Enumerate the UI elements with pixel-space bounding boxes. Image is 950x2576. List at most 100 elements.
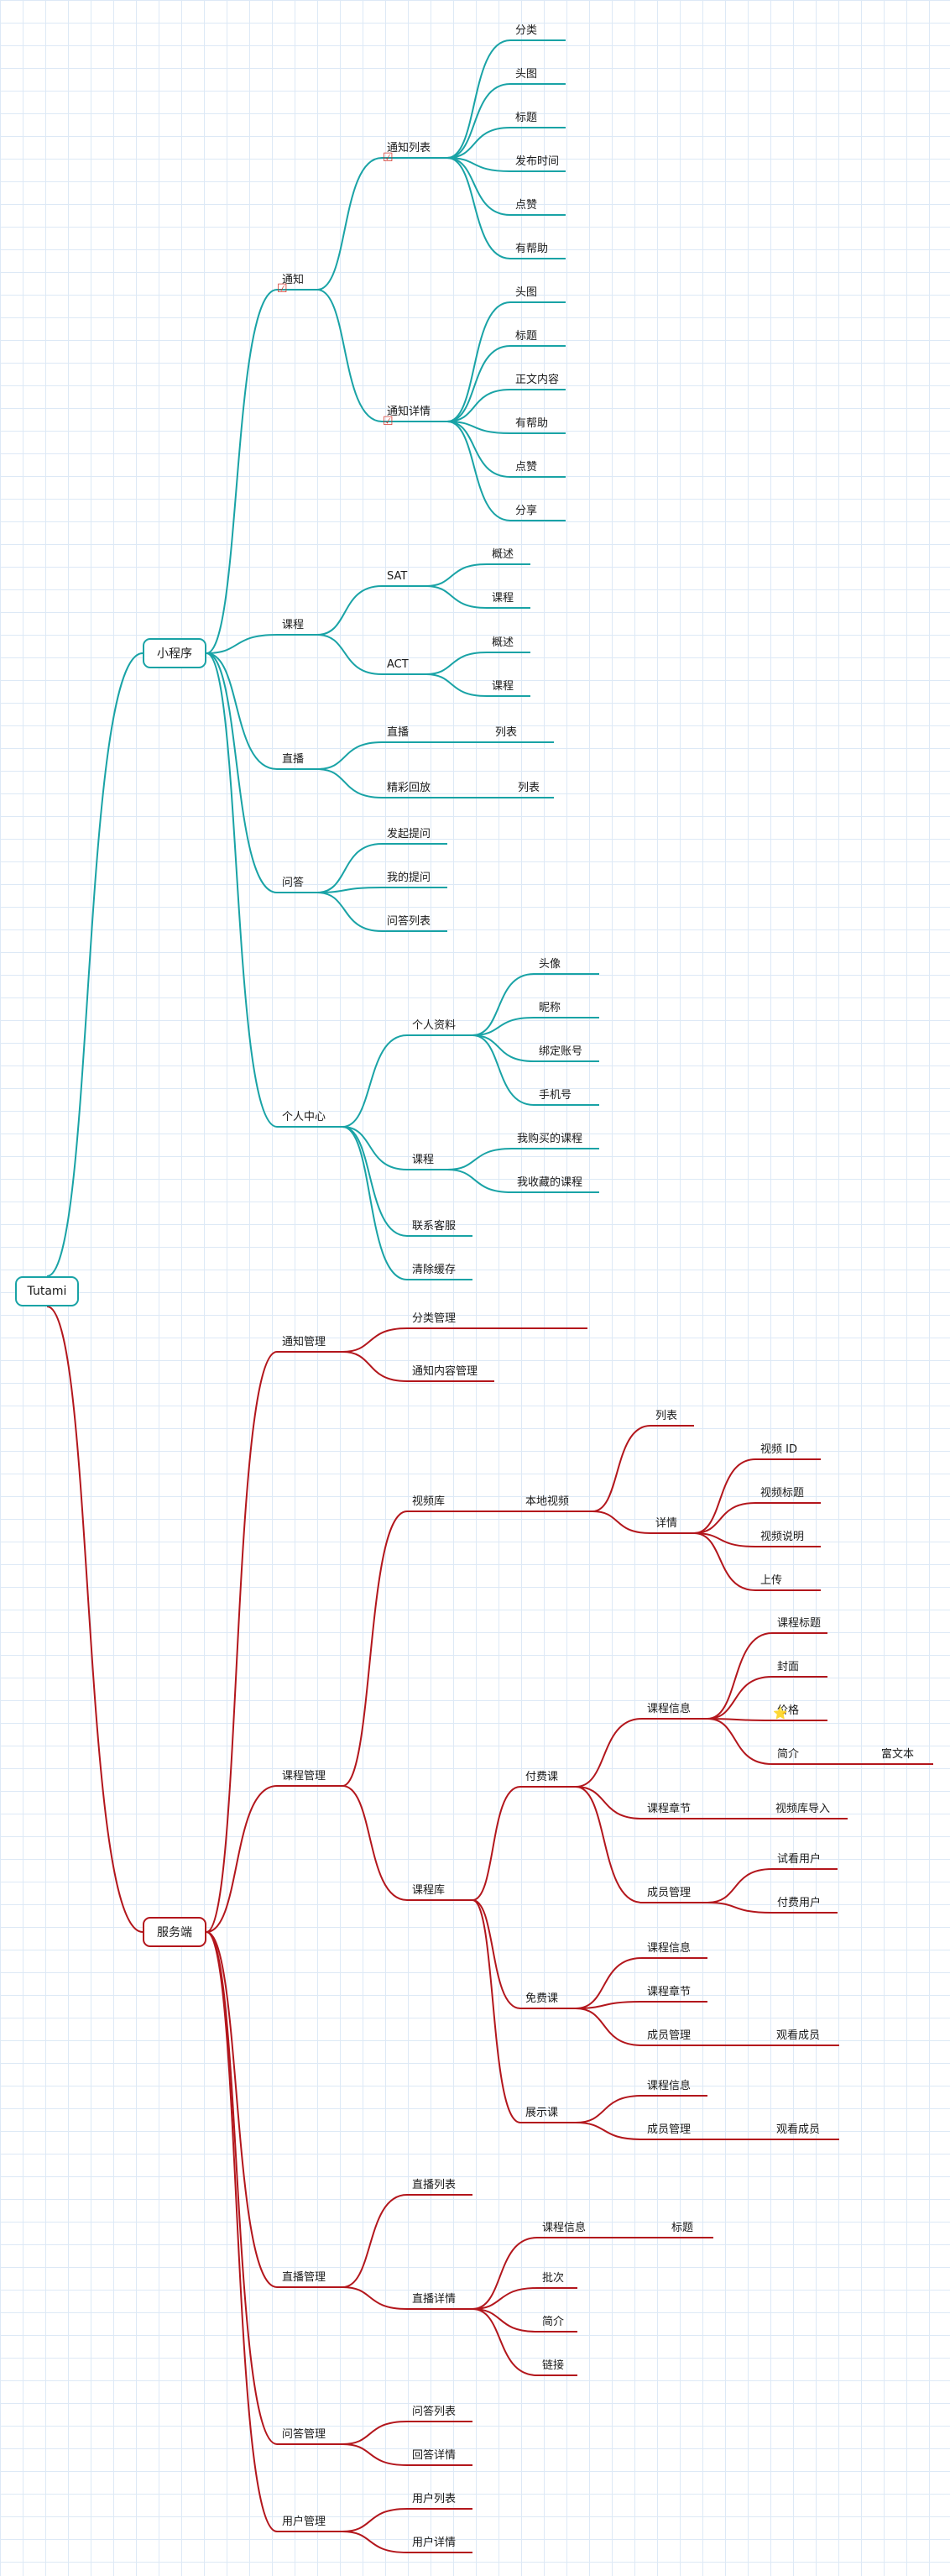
notify-list-item: 发布时间 [515,155,560,168]
connector [472,1786,521,1901]
node-video-lib: 视频库 [412,1495,446,1508]
connector [575,2095,643,2123]
connector [316,157,383,291]
connector [472,1017,535,1036]
connector [472,973,535,1036]
node-me-course: 课程 [412,1154,435,1166]
node-live-live: 直播 [387,726,410,739]
connector [592,1425,651,1512]
notify-list-check-icon: ☑ [383,151,394,165]
video-detail-item: 视频标题 [760,1487,805,1500]
connector [206,1351,278,1933]
rich-text-label: 富文本 [881,1748,915,1761]
connector [446,389,511,422]
notify-list-item: 点赞 [515,199,538,212]
connector [316,843,383,893]
connector [575,1786,643,1819]
user-mgmt-item: 用户详情 [412,2537,457,2549]
connector [342,2443,408,2466]
connector [575,1786,643,1903]
node-live-info: 课程信息 [542,2222,587,2234]
node-qa: 问答 [282,877,305,889]
connector [472,2308,538,2376]
miniprogram-node[interactable]: 小程序 [143,638,206,668]
paid-info-item: 封面 [777,1661,800,1673]
connector [707,1868,773,1903]
connector [342,1785,408,1901]
notify-detail-item: 标题 [515,330,538,343]
server-node[interactable]: 服务端 [143,1917,206,1947]
qa-item: 发起提问 [387,828,431,840]
connector [472,1034,535,1106]
connector [316,887,383,893]
connector [693,1502,756,1534]
connector [446,301,511,422]
connector [342,1126,408,1170]
node-show-info: 课程信息 [647,2080,692,2092]
notify-mgmt-item: 通知内容管理 [412,1365,478,1378]
node-paid-member: 成员管理 [647,1887,692,1899]
root-node[interactable]: Tutami [15,1276,79,1306]
act-item: 课程 [492,680,514,693]
node-free-chapter: 课程章节 [647,1986,692,1998]
node-act: ACT [387,658,409,671]
notify-list-item: 头图 [515,68,538,81]
connector [575,1957,643,2009]
profile-item: 手机号 [539,1089,572,1102]
node-free: 免费课 [525,1992,559,2005]
connector [446,421,511,434]
connector [446,127,511,159]
connector [206,1931,278,2445]
notify-detail-item: 分享 [515,505,538,517]
node-service: 联系客服 [412,1220,457,1233]
connector [342,1351,408,1382]
node-course-lib: 课程库 [412,1884,446,1897]
notify-list-item: 有帮助 [515,243,549,255]
connector [693,1532,756,1547]
connector [206,634,278,654]
act-item: 概述 [492,636,514,649]
connector [707,1718,773,1721]
connector [425,585,488,609]
video-detail-item: 上传 [760,1574,783,1587]
chapter-import-label: 视频库导入 [775,1803,831,1815]
node-video-list: 列表 [655,1410,678,1422]
connector [472,1899,521,2009]
node-notify-mgmt: 通知管理 [282,1336,326,1348]
connector [206,289,278,654]
connector [472,1899,521,2123]
notify-detail-item: 点赞 [515,461,538,474]
connector [472,2287,538,2310]
connector [575,1718,643,1788]
node-course-mgmt: 课程管理 [282,1770,326,1783]
qa-item: 我的提问 [387,872,431,884]
node-live-mgmt: 直播管理 [282,2271,326,2284]
connector [206,652,278,1128]
connector [342,2421,408,2445]
connector [707,1902,773,1914]
me-course-item: 我购买的课程 [517,1133,583,1145]
node-notify: 通知 [282,274,305,286]
connector [425,673,488,697]
connector [316,892,383,932]
node-video-detail: 详情 [655,1517,678,1530]
connector [342,1126,408,1280]
notify-mgmt-item: 分类管理 [412,1312,457,1325]
connector [206,652,278,893]
connector [693,1532,756,1591]
connector [446,345,511,422]
connector [472,2237,538,2310]
node-show: 展示课 [525,2107,559,2119]
video-detail-item: 视频说明 [760,1531,805,1543]
live-detail-item: 链接 [542,2359,565,2372]
connector [446,39,511,159]
replay-list-label: 列表 [518,782,540,794]
qa-mgmt-item: 回答详情 [412,2449,457,2462]
free-member-item: 观看成员 [776,2029,821,2042]
paid-member-item: 付费用户 [777,1897,822,1909]
node-free-info: 课程信息 [647,1942,692,1955]
connector [206,1785,278,1933]
node-user-mgmt: 用户管理 [282,2516,326,2528]
node-notify-list: 通知列表 [387,142,431,154]
connector [707,1718,773,1765]
